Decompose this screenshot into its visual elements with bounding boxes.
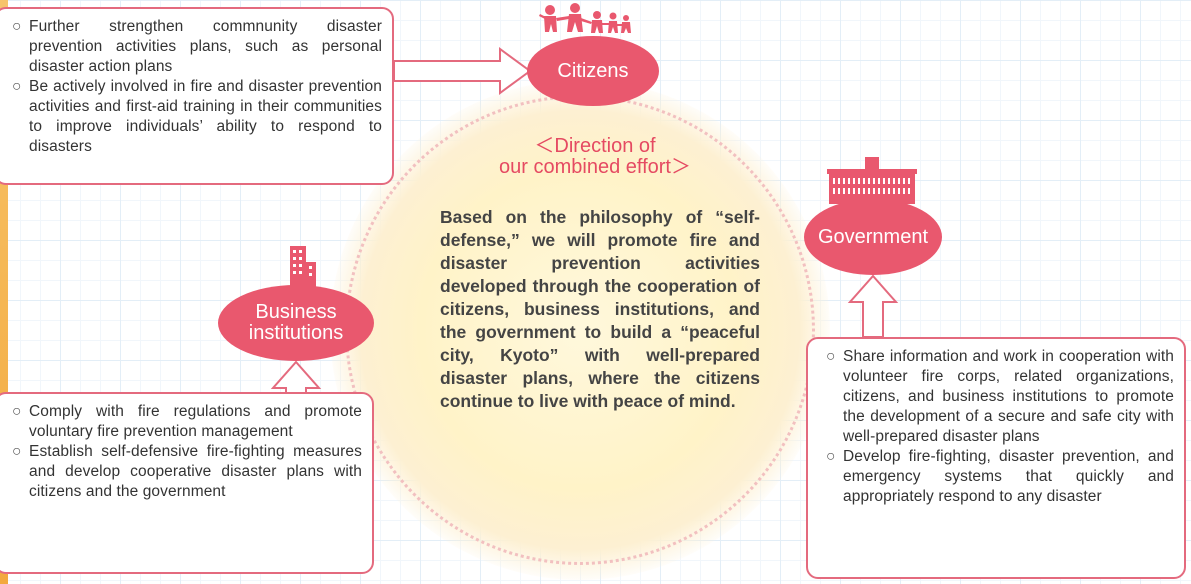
arrow-to-government bbox=[847, 274, 899, 338]
list-item: Develop fire-fighting, disaster preventi… bbox=[826, 447, 1174, 507]
office-building-icon bbox=[290, 246, 316, 288]
center-heading: ＜Direction of our combined effort＞ bbox=[499, 135, 691, 178]
list-item: Further strengthen commnunity disaster p… bbox=[12, 17, 382, 77]
government-responsibilities-box: Share information and work in cooperatio… bbox=[806, 337, 1186, 579]
business-node: Business institutions bbox=[218, 285, 374, 361]
government-node: Government bbox=[804, 199, 942, 275]
center-description: Based on the philosophy of “self-defense… bbox=[440, 207, 760, 411]
family-icon bbox=[539, 3, 631, 33]
city-hall-icon bbox=[827, 157, 917, 204]
citizens-node: Citizens bbox=[527, 36, 659, 106]
business-label: Business institutions bbox=[248, 301, 344, 344]
business-responsibilities-box: Comply with fire regulations and promote… bbox=[0, 392, 374, 574]
government-label: Government bbox=[817, 225, 929, 248]
list-item: Be actively involved in fire and disaste… bbox=[12, 77, 382, 157]
list-item: Establish self-defensive fire-fighting m… bbox=[12, 442, 362, 502]
citizens-label: Citizens bbox=[557, 59, 629, 82]
arrow-to-citizens bbox=[393, 47, 532, 95]
arrow-to-business bbox=[270, 360, 322, 394]
citizens-responsibilities-box: Further strengthen commnunity disaster p… bbox=[0, 7, 394, 185]
left-decorative-strip bbox=[0, 0, 8, 584]
list-item: Share information and work in cooperatio… bbox=[826, 347, 1174, 447]
list-item: Comply with fire regulations and promote… bbox=[12, 402, 362, 442]
